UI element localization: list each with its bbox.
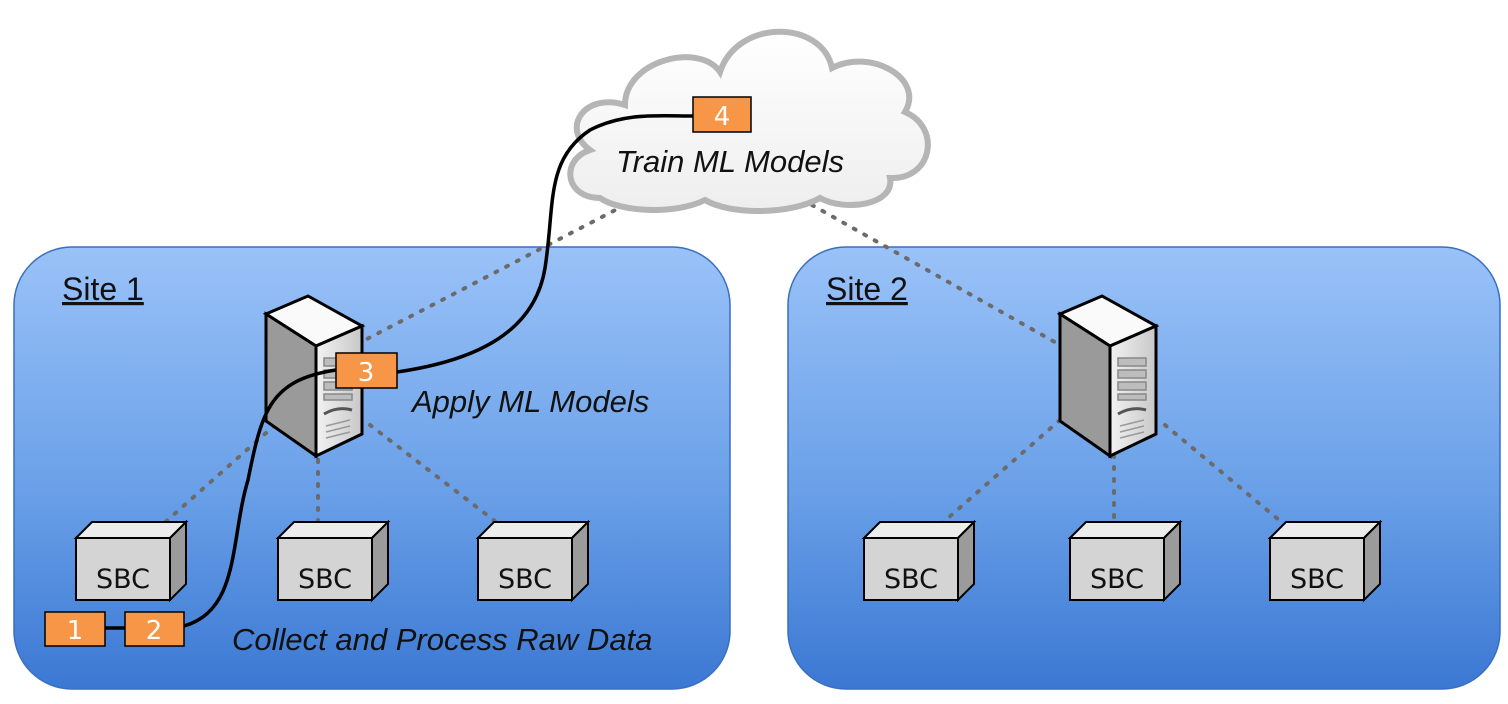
site-2-sbc-2: SBC (1069, 521, 1181, 601)
sbc-label: SBC (96, 564, 150, 595)
step-2-label: 2 (146, 616, 163, 646)
step-2-badge: 2 (124, 611, 185, 647)
sbc-label: SBC (884, 564, 938, 595)
step-1-badge: 1 (44, 611, 106, 647)
sbc-label: SBC (1090, 564, 1144, 595)
sbc-label: SBC (1290, 564, 1344, 595)
site-2-title: Site 2 (826, 271, 908, 307)
server-caption: Apply ML Models (410, 384, 649, 419)
site-2-panel (787, 246, 1501, 690)
site-1-sbc-3: SBC (477, 521, 589, 601)
step-3-badge: 3 (335, 352, 398, 389)
site-1-sbc-2: SBC (277, 521, 389, 601)
step-4-label: 4 (714, 102, 731, 132)
site-2-sbc-3: SBC (1269, 521, 1381, 601)
sbc-label: SBC (298, 564, 352, 595)
sbc-label: SBC (498, 564, 552, 595)
devices-caption: Collect and Process Raw Data (232, 622, 652, 657)
site-2-server-icon (1058, 294, 1158, 458)
cloud-caption: Train ML Models (616, 144, 844, 179)
site-1-sbc-1: SBC (75, 521, 187, 601)
step-3-label: 3 (358, 358, 375, 388)
data-flow-path (105, 113, 694, 630)
site-1-title: Site 1 (62, 271, 144, 307)
site-2-sbc-1: SBC (863, 521, 975, 601)
step-1-label: 1 (67, 616, 84, 646)
step-4-badge: 4 (692, 96, 752, 133)
